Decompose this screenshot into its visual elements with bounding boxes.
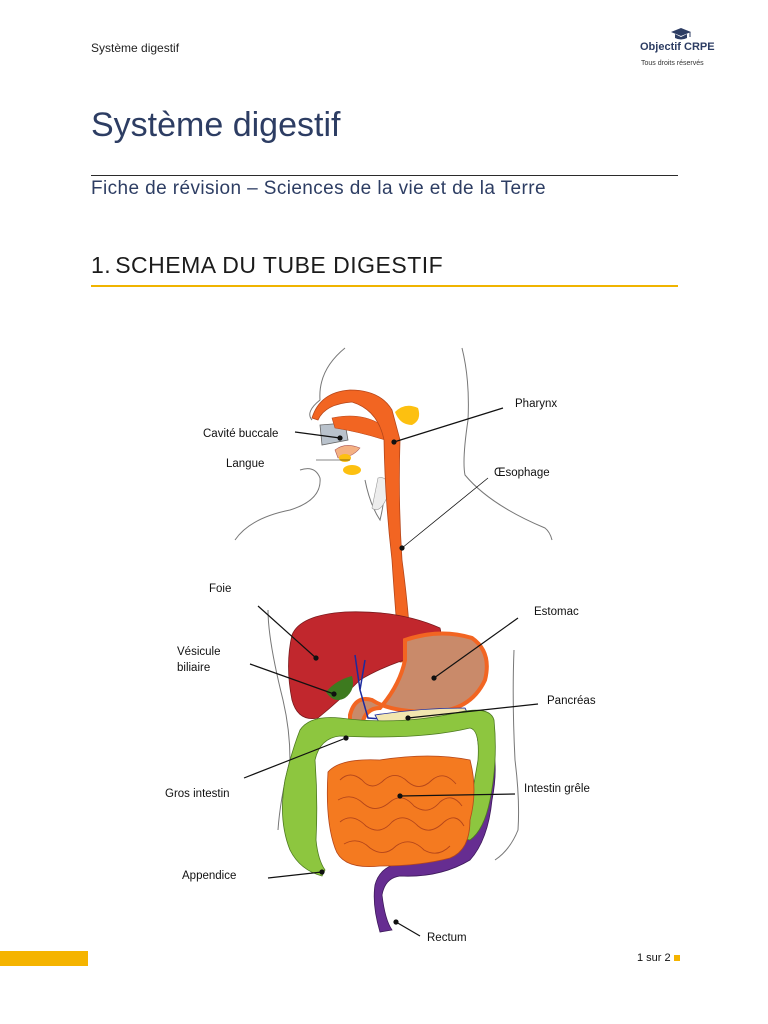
section-number: 1. <box>91 252 112 278</box>
section-divider <box>91 285 678 287</box>
section-heading: 1.SCHEMA DU TUBE DIGESTIF <box>91 252 443 279</box>
label-foie: Foie <box>209 583 232 595</box>
label-pharynx: Pharynx <box>515 398 558 410</box>
footer-accent-bar <box>0 951 88 966</box>
stomach-shape <box>348 631 489 728</box>
label-pancreas: Pancréas <box>547 695 596 707</box>
label-intestin-grele: Intestin grêle <box>524 783 590 795</box>
page-number-text: 1 sur 2 <box>637 952 671 964</box>
label-cavite-buccale: Cavité buccale <box>203 428 279 440</box>
page-subtitle: Fiche de révision – Sciences de la vie e… <box>91 178 546 199</box>
label-rectum: Rectum <box>427 932 467 944</box>
label-langue: Langue <box>226 458 265 470</box>
large-intestine-shape <box>282 709 496 877</box>
label-pointers <box>243 407 539 937</box>
mouth-region <box>319 405 420 511</box>
label-vesicule: Vésicule <box>177 646 221 658</box>
brand-name: Objectif CRPE <box>640 41 715 53</box>
label-estomac: Estomac <box>534 606 579 618</box>
section-title: SCHEMA DU TUBE DIGESTIF <box>115 252 444 278</box>
label-appendice: Appendice <box>182 870 237 882</box>
title-divider <box>91 175 678 176</box>
graduation-cap-icon <box>671 28 691 40</box>
oesophagus-shape <box>311 389 419 663</box>
running-title: Système digestif <box>91 41 180 55</box>
digestive-system-diagram <box>234 347 553 937</box>
page-dot <box>673 955 680 962</box>
page-number: 1 sur 2 <box>637 952 680 964</box>
small-intestine-shape <box>326 755 475 867</box>
brand-tagline: Tous droits réservés <box>641 60 704 67</box>
label-oesophage: Œsophage <box>494 467 550 479</box>
label-biliaire: biliaire <box>177 662 211 674</box>
label-gros-intestin: Gros intestin <box>165 788 230 800</box>
page-title: Système digestif <box>91 106 341 144</box>
